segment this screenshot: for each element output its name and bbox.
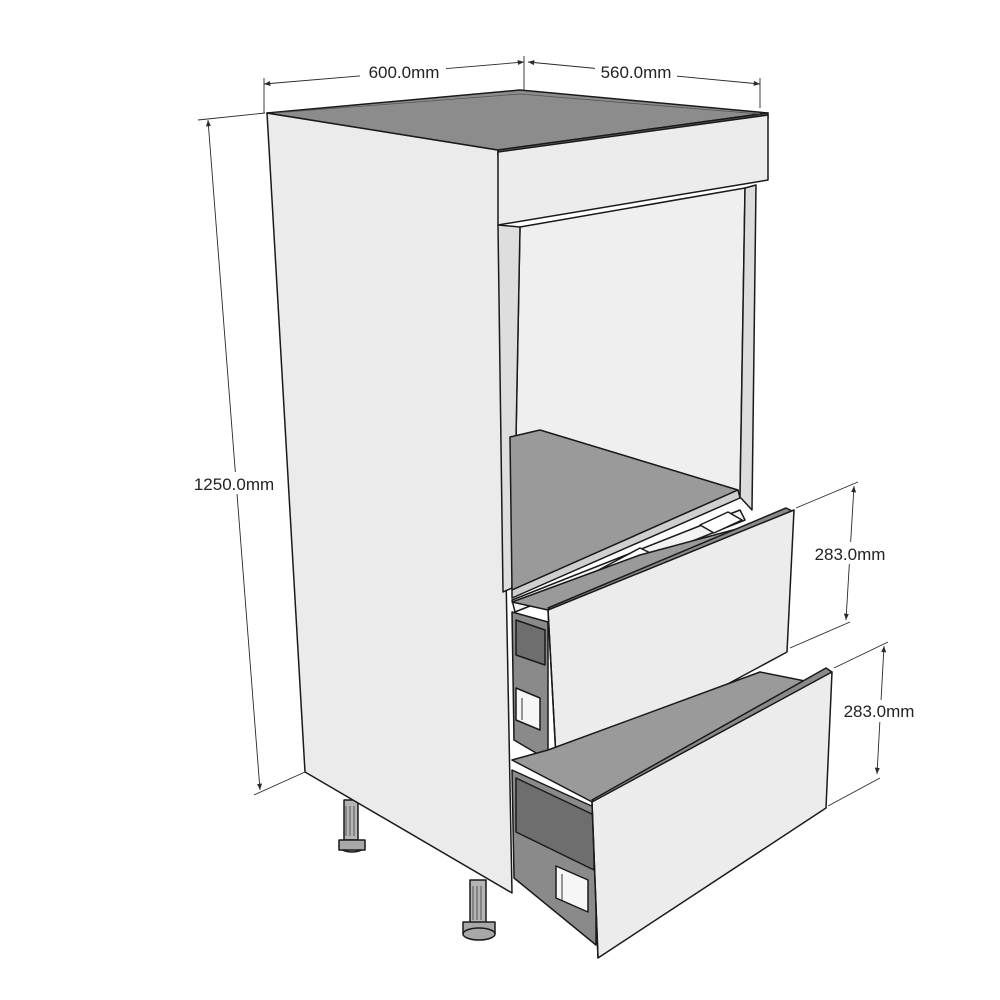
dimension-bottom-drawer-label: 283.0mm [844,702,915,721]
oven-shelf-edge [511,489,741,599]
dimension-top-drawer-label: 283.0mm [815,545,886,564]
dimension-depth-label: 560.0mm [601,63,672,82]
dimension-width-label: 600.0mm [369,63,440,82]
dimension-bottom-drawer: 283.0mm [827,641,922,807]
leg-back-left [338,799,366,853]
top-rail [497,114,769,226]
dimension-depth: 560.0mm [527,60,761,108]
dimension-height: 1250.0mm [188,112,306,796]
cabinet-right-edge [739,184,757,511]
bottom-drawer-box-top [511,671,821,805]
cabinet-side-panel [266,112,513,894]
dimension-width: 600.0mm [263,56,525,113]
dimension-height-label: 1250.0mm [194,475,274,494]
bottom-drawer-handle-slot [555,865,589,913]
dimension-top-drawer: 283.0mm [789,481,892,649]
leg-front-left [462,879,496,941]
